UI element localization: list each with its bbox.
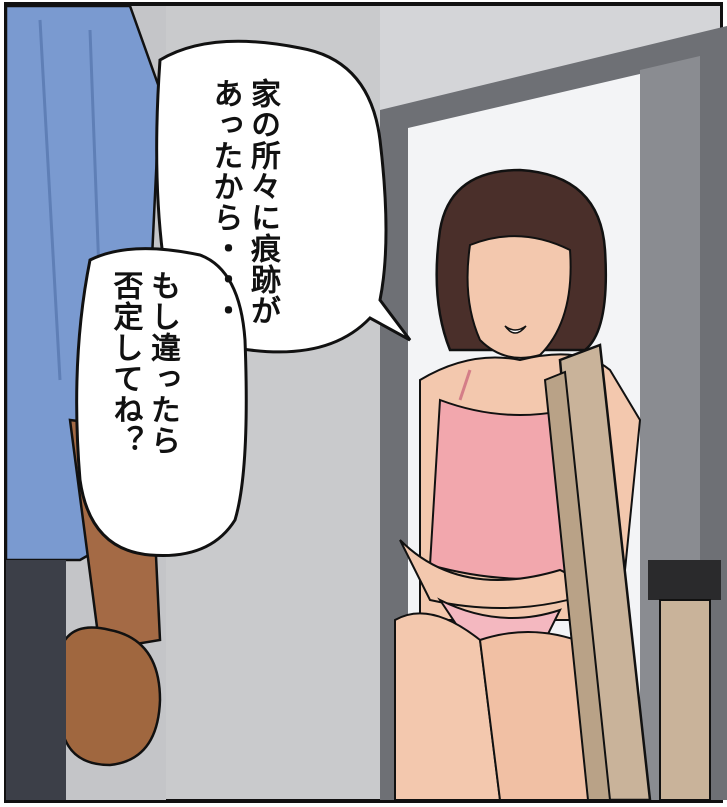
camisole-strap-left — [458, 369, 472, 401]
speech-text-upper: 家の所々に痕跡が あったから・・・ — [206, 78, 281, 348]
speech-line: もし違ったら — [145, 270, 180, 456]
speech-line: 否定してね？ — [107, 270, 143, 456]
woman-face — [466, 235, 572, 359]
table-edge — [648, 560, 721, 600]
speech-text-lower: もし違ったら 否定してね？ — [106, 270, 181, 500]
woman-mouth — [504, 325, 527, 334]
man-fist — [58, 626, 162, 767]
speech-bubble-lower — [75, 247, 248, 558]
speech-line: 家の所々に痕跡が — [245, 78, 280, 326]
chair-slat — [543, 370, 612, 801]
chair-leg — [659, 599, 711, 801]
man-pants — [6, 560, 66, 800]
speech-line: あったから・・・ — [207, 78, 243, 326]
